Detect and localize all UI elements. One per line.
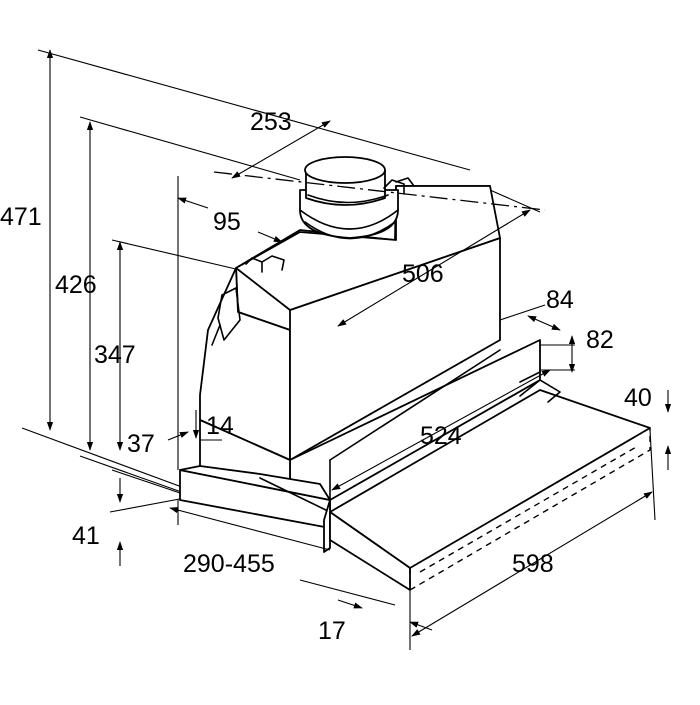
dim-label-598: 598 [512, 550, 554, 578]
dim-line-95 [177, 197, 209, 209]
dim-label-524: 524 [420, 422, 462, 450]
fixing-brackets [211, 177, 415, 346]
center-line [213, 171, 546, 211]
dim-line-290-455 [169, 507, 331, 551]
dim-label-426: 426 [55, 271, 97, 299]
dim-label-41: 41 [72, 522, 100, 550]
dim-label-84: 84 [546, 286, 574, 314]
dim-label-253: 253 [250, 108, 292, 136]
dim-line-506 [337, 209, 531, 327]
front-panel-top [179, 465, 331, 501]
dim-label-37: 37 [127, 430, 155, 458]
dim-line-84 [527, 315, 561, 331]
extension-lines [21, 49, 656, 650]
dim-label-95: 95 [213, 208, 241, 236]
dim-line-524 [331, 369, 551, 491]
dim-label-17: 17 [318, 617, 346, 645]
dim-label-290-455: 290-455 [183, 550, 275, 578]
dim-line-598 [411, 491, 653, 637]
visor-dashed-outline [409, 428, 651, 592]
dim-label-14: 14 [206, 412, 234, 440]
dim-line-253 [231, 120, 331, 179]
dim-label-347: 347 [94, 341, 136, 369]
duct-connector [299, 156, 399, 240]
dim-label-82: 82 [586, 326, 614, 354]
extractor-hood [179, 156, 651, 592]
dim-line-17 [337, 599, 363, 609]
panel-edge [323, 499, 331, 553]
dimension-labels: 471 426 347 253 95 506 84 82 40 14 37 52… [0, 108, 652, 645]
dim-label-506: 506 [402, 260, 444, 288]
dim-label-40: 40 [624, 384, 652, 412]
dimension-lines [46, 49, 672, 637]
visor-top [329, 389, 651, 569]
dim-label-471: 471 [0, 203, 42, 231]
dim-line-37 [167, 431, 189, 441]
